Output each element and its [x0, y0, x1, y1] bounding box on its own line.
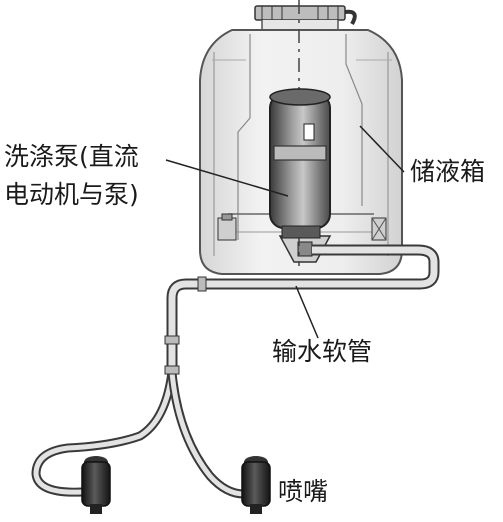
filler-cap	[254, 5, 346, 21]
cap-strap	[344, 9, 357, 25]
tank-label: 储液箱	[410, 157, 486, 186]
nozzle-right	[241, 456, 271, 514]
hose-network	[31, 244, 440, 499]
tank-fitting-right	[371, 217, 387, 241]
leader-hose	[295, 285, 319, 339]
tank-fitting-left	[217, 213, 237, 241]
nozzle-label: 喷嘴	[278, 477, 329, 506]
pump-label-line2: 电动机与泵)	[4, 180, 139, 209]
pump-label-line1: 洗涤泵(直流	[4, 142, 139, 171]
leader-tank	[359, 125, 405, 173]
nozzle-left	[81, 456, 111, 514]
washer-pump	[269, 88, 331, 239]
leader-pump	[165, 159, 289, 197]
hose-label: 输水软管	[272, 337, 373, 366]
